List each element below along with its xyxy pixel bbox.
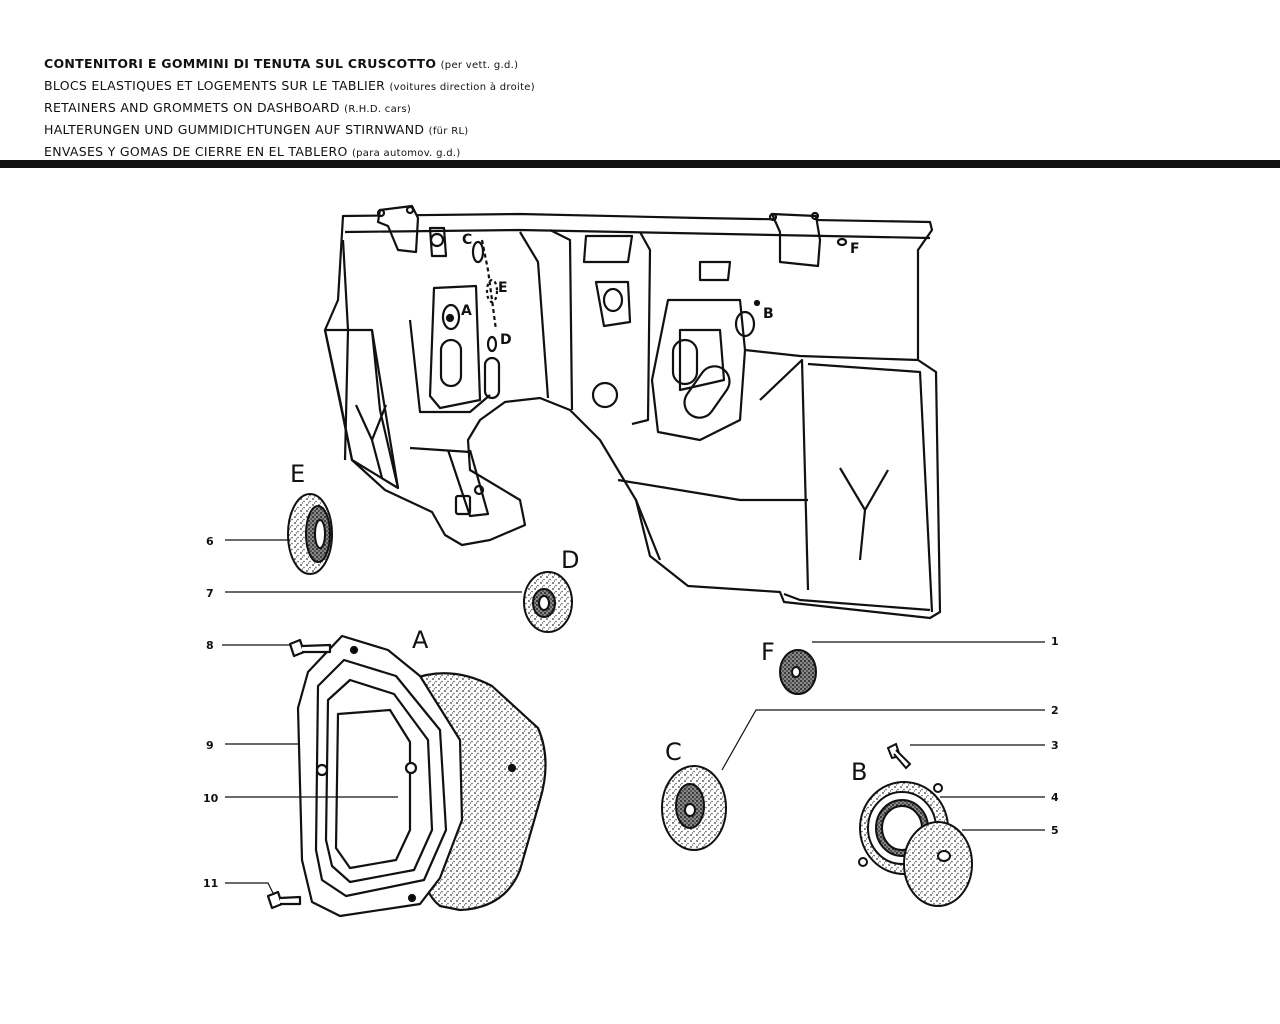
callout-8: 8 bbox=[206, 639, 214, 652]
callout-6: 6 bbox=[206, 535, 214, 548]
title-german: HALTERUNGEN UND GUMMIDICHTUNGEN AUF STIR… bbox=[44, 120, 535, 142]
panel-label-c: C bbox=[462, 232, 472, 248]
title-french-note: (voitures direction à droite) bbox=[389, 82, 535, 93]
callout-2: 2 bbox=[1051, 704, 1059, 717]
part-letter-a: A bbox=[412, 626, 429, 654]
callout-5: 5 bbox=[1051, 824, 1059, 837]
leader-lines bbox=[222, 539, 1045, 896]
panel-labels: C E A D B F bbox=[461, 232, 860, 348]
part-letter-d: D bbox=[561, 546, 579, 574]
title-french: BLOCS ELASTIQUES ET LOGEMENTS SUR LE TAB… bbox=[44, 76, 535, 98]
title-spanish: ENVASES Y GOMAS DE CIERRE EN EL TABLERO … bbox=[44, 142, 535, 164]
panel-label-f: F bbox=[850, 241, 860, 257]
part-b-retainer bbox=[858, 742, 973, 907]
callout-3: 3 bbox=[1051, 739, 1059, 752]
title-french-main: BLOCS ELASTIQUES ET LOGEMENTS SUR LE TAB… bbox=[44, 78, 386, 93]
title-english-note: (R.H.D. cars) bbox=[344, 104, 412, 115]
panel-label-b: B bbox=[763, 306, 774, 322]
panel-label-d: D bbox=[500, 332, 512, 348]
title-italian-main: CONTENITORI E GOMMINI DI TENUTA SUL CRUS… bbox=[44, 56, 437, 71]
part-d-grommet bbox=[523, 571, 573, 633]
part-a-retainer bbox=[266, 634, 547, 918]
title-spanish-note: (para automov. g.d.) bbox=[351, 148, 461, 159]
part-letter-f: F bbox=[761, 638, 775, 666]
panel-label-a: A bbox=[461, 303, 472, 319]
title-italian: CONTENITORI E GOMMINI DI TENUTA SUL CRUS… bbox=[44, 54, 535, 76]
part-f-plug bbox=[779, 649, 817, 695]
callout-1: 1 bbox=[1051, 635, 1059, 648]
title-german-main: HALTERUNGEN UND GUMMIDICHTUNGEN AUF STIR… bbox=[44, 122, 425, 137]
header-rule bbox=[0, 160, 1280, 168]
leader-11 bbox=[225, 882, 275, 896]
callout-4: 4 bbox=[1051, 791, 1059, 804]
part-e-grommet bbox=[287, 493, 333, 575]
part-letter-b: B bbox=[851, 758, 867, 786]
title-spanish-main: ENVASES Y GOMAS DE CIERRE EN EL TABLERO bbox=[44, 144, 348, 159]
panel-label-e: E bbox=[498, 280, 508, 296]
part-c-grommet bbox=[661, 765, 727, 851]
title-english-main: RETAINERS AND GROMMETS ON DASHBOARD bbox=[44, 100, 340, 115]
callout-9: 9 bbox=[206, 739, 214, 752]
callout-10: 10 bbox=[203, 792, 219, 805]
callout-numbers: 6 7 8 9 10 11 1 2 3 4 5 bbox=[203, 535, 1059, 890]
dashboard-panel bbox=[323, 204, 942, 620]
title-italian-note: (per vett. g.d.) bbox=[440, 60, 519, 71]
part-letter-e: E bbox=[290, 460, 305, 488]
callout-11: 11 bbox=[203, 877, 218, 890]
title-german-note: (für RL) bbox=[428, 126, 469, 137]
part-letter-c: C bbox=[665, 738, 682, 766]
page-header: CONTENITORI E GOMMINI DI TENUTA SUL CRUS… bbox=[44, 54, 535, 164]
callout-7: 7 bbox=[206, 587, 214, 600]
leader-2 bbox=[721, 709, 1045, 771]
title-english: RETAINERS AND GROMMETS ON DASHBOARD (R.H… bbox=[44, 98, 535, 120]
